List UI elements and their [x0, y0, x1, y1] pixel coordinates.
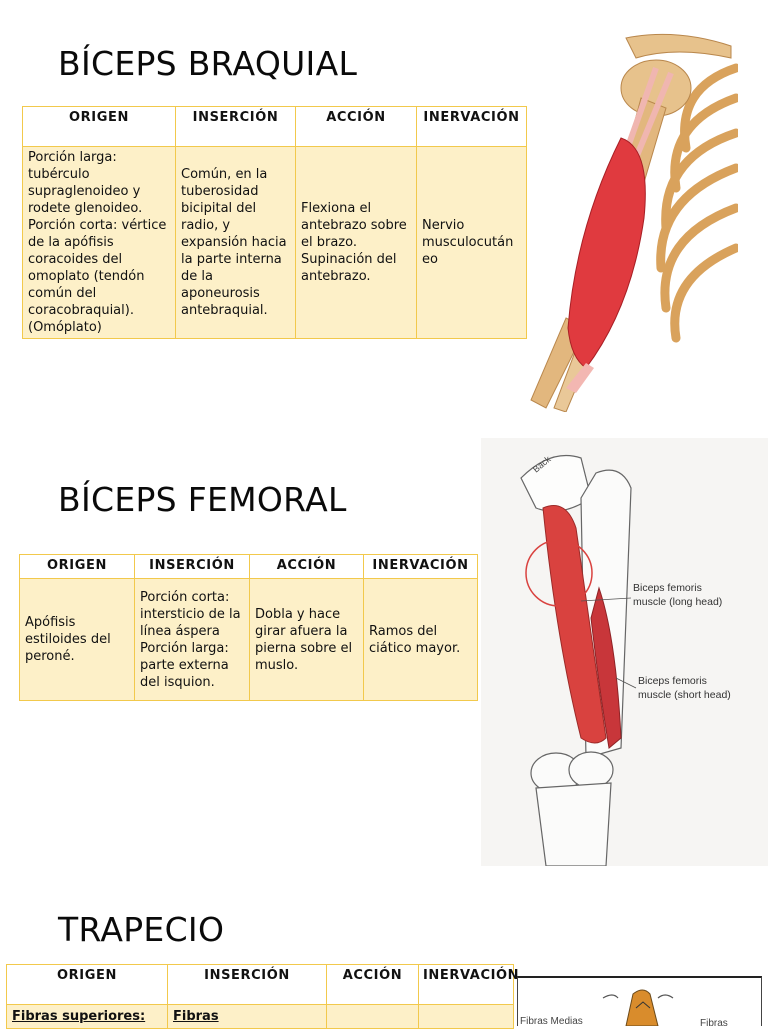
section-title-trapecio: TRAPECIO [58, 910, 225, 949]
trapecio-table: ORIGEN INSERCIÓN ACCIÓN INERVACIÓN Fibra… [6, 964, 519, 1029]
cell-insercion: Porción corta: intersticio de la línea á… [134, 578, 250, 701]
femur-image: Back Biceps femoris muscle (long head) B… [520, 454, 731, 866]
header-origen: ORIGEN [6, 964, 168, 1005]
header-inervacion: INERVACIÓN [418, 964, 519, 1005]
trapezius-image: Fibras Medias Fibras [520, 989, 728, 1026]
table-header-row: ORIGEN INSERCIÓN ACCIÓN INERVACIÓN [6, 964, 519, 1005]
cell-accion: Dobla y hace girar afuera la pierna sobr… [249, 578, 364, 701]
cell-accion: Flexiona el antebrazo sobre el brazo. Su… [295, 146, 417, 339]
table-row: Fibras superiores: Fibras [6, 1004, 514, 1029]
trapecio-illustration: Fibras Medias Fibras [517, 976, 762, 1026]
biceps-braquial-illustration [526, 28, 738, 412]
cell-origen: Apófisis estiloides del peroné. [19, 578, 135, 701]
section-title-biceps-braquial: BÍCEPS BRAQUIAL [58, 44, 358, 83]
cell-accion [326, 1004, 419, 1029]
header-origen: ORIGEN [22, 106, 176, 147]
header-insercion: INSERCIÓN [167, 964, 327, 1005]
cell-origen: Fibras superiores: [6, 1004, 168, 1029]
long-head-label-line1: Biceps femoris [633, 582, 702, 594]
header-origen: ORIGEN [19, 554, 135, 579]
cell-origen: Porción larga: tubérculo supraglenoideo … [22, 146, 176, 339]
long-head-label-line2: muscle (long head) [633, 596, 722, 608]
table-row: Apófisis estiloides del peroné. Porción … [19, 578, 478, 701]
header-insercion: INSERCIÓN [175, 106, 296, 147]
header-inervacion: INERVACIÓN [416, 106, 527, 147]
biceps-femoral-table: ORIGEN INSERCIÓN ACCIÓN INERVACIÓN Apófi… [19, 554, 478, 701]
header-accion: ACCIÓN [249, 554, 364, 579]
cell-inervacion: Ramos del ciático mayor. [363, 578, 478, 701]
table-header-row: ORIGEN INSERCIÓN ACCIÓN INERVACIÓN [19, 554, 478, 579]
section-title-biceps-femoral: BÍCEPS FEMORAL [58, 480, 347, 519]
cell-insercion: Fibras [167, 1004, 327, 1029]
biceps-femoral-illustration: Back Biceps femoris muscle (long head) B… [481, 438, 768, 866]
header-insercion: INSERCIÓN [134, 554, 250, 579]
header-accion: ACCIÓN [326, 964, 419, 1005]
table-header-row: ORIGEN INSERCIÓN ACCIÓN INERVACIÓN [22, 106, 527, 147]
cell-inervacion: Nervio musculocutáneo [416, 146, 527, 339]
biceps-braquial-table: ORIGEN INSERCIÓN ACCIÓN INERVACIÓN Porci… [22, 106, 527, 339]
header-accion: ACCIÓN [295, 106, 417, 147]
cell-inervacion [418, 1004, 514, 1029]
origin-highlight-circle [525, 539, 593, 607]
ribcage-image [656, 63, 738, 343]
arm-skeleton-image [530, 33, 738, 412]
fibras-medias-label: Fibras Medias [520, 1016, 583, 1026]
header-inervacion: INERVACIÓN [363, 554, 478, 579]
cell-insercion: Común, en la tuberosidad bicipital del r… [175, 146, 296, 339]
fibras-label: Fibras [700, 1018, 728, 1026]
short-head-label-line2: muscle (short head) [638, 689, 731, 701]
table-row: Porción larga: tubérculo supraglenoideo … [22, 146, 527, 339]
short-head-label-line1: Biceps femoris [638, 675, 707, 687]
